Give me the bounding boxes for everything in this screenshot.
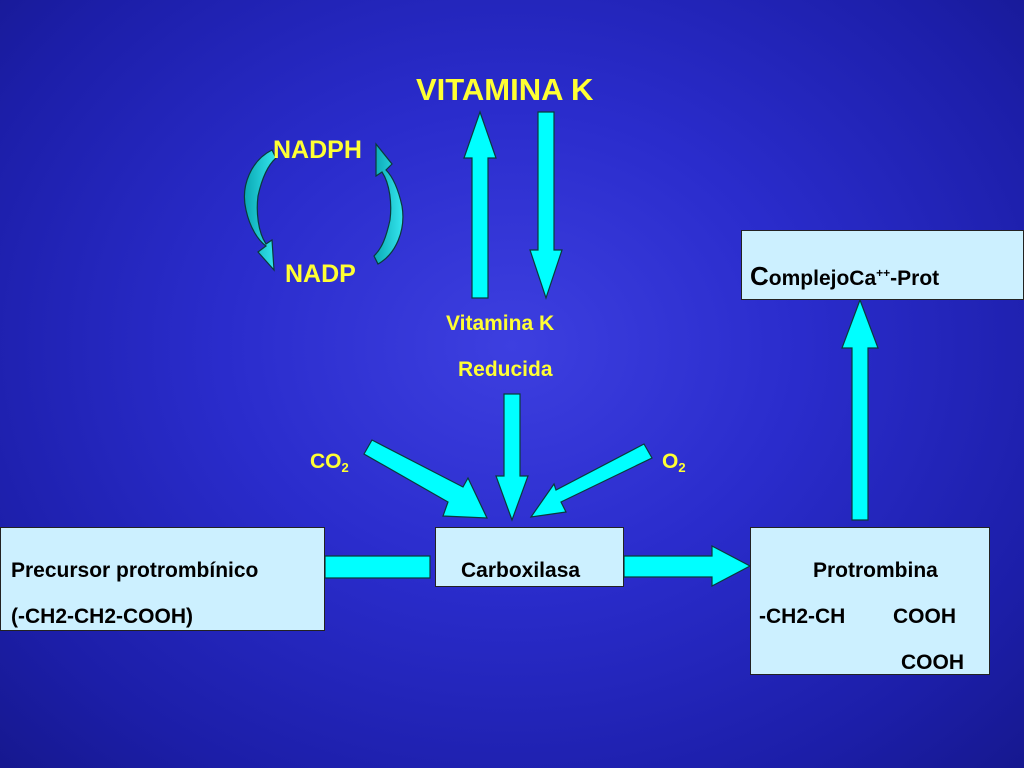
arrow-protrombina-complejo xyxy=(841,298,879,521)
precursor-line2: (-CH2-CH2-COOH) xyxy=(11,605,193,628)
cycle-arrow-left xyxy=(243,149,277,272)
vitk-reducida-line1: Vitamina K xyxy=(446,312,555,335)
cycle-arrow-right xyxy=(373,142,404,265)
protrombina-box: Protrombina -CH2-CH COOH COOH xyxy=(750,527,990,675)
arrow-carboxilasa-protrombina xyxy=(623,545,752,587)
precursor-line1: Precursor protrombínico xyxy=(11,559,259,582)
protrombina-line1: Protrombina xyxy=(813,559,938,582)
co2-label: CO2 xyxy=(310,450,349,475)
nadph-label: NADPH xyxy=(273,136,362,164)
down-arrow-reducida xyxy=(495,393,529,522)
carboxilasa-label: Carboxilasa xyxy=(461,559,581,582)
diagram-title: VITAMINA K xyxy=(416,72,594,107)
carboxilasa-box: Carboxilasa xyxy=(435,527,624,587)
complejo-box: ComplejoCa++-Prot xyxy=(741,230,1024,300)
o2-arrow xyxy=(529,443,653,518)
protrombina-line2a: -CH2-CH xyxy=(759,605,846,628)
co2-arrow xyxy=(363,439,488,519)
protrombina-line2b: COOH xyxy=(893,605,956,628)
o2-label: O2 xyxy=(662,450,686,475)
nadp-label: NADP xyxy=(285,260,356,288)
down-arrow-vitk xyxy=(529,111,563,300)
protrombina-line3: COOH xyxy=(901,651,964,674)
precursor-box: Precursor protrombínico (-CH2-CH2-COOH) xyxy=(0,527,325,631)
complejo-label: ComplejoCa++-Prot xyxy=(750,261,940,291)
up-arrow-vitk xyxy=(463,110,497,299)
arrow-precursor-carboxilasa xyxy=(324,555,431,579)
vitk-reducida-line2: Reducida xyxy=(458,358,553,381)
